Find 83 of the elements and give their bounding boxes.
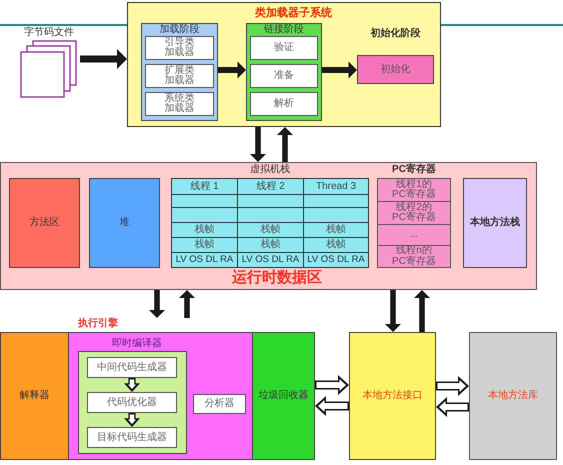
block-arrow [179,290,195,318]
engine-heading: 执行引擎 [78,318,118,330]
frame-fields: LV OS DL RA [172,253,237,267]
area-heading: 虚拟机栈 [250,164,290,176]
block-arrow [277,127,293,162]
stage-label: 代码优化器 [107,396,157,408]
step-box [357,55,434,84]
thread-column [237,178,304,268]
subsystem-panel [127,2,441,127]
hollow-arrow [436,397,469,417]
method-area-block [9,178,80,268]
area-label: 方法区 [30,217,60,229]
thread-header: Thread 3 [304,179,368,195]
stage-heading: 加载阶段 [160,24,200,35]
register-slot [377,178,451,202]
gc-block [252,332,315,460]
register-slot [377,245,451,268]
component-label: 垃圾回收器 [258,390,308,402]
subsystem-title: 类加载器子系统 [255,7,332,20]
step-label: 准备 [274,70,294,82]
hollow-arrow [315,396,349,416]
block-arrow [250,127,266,162]
step-box [145,92,214,116]
block-arrow [80,49,127,69]
native-interface-block [349,332,436,460]
hollow-arrow [124,378,140,392]
stack-frame: 栈帧 [304,238,368,253]
thread-column [303,178,369,268]
frame-fields: LV OS DL RA [304,253,368,267]
register-label: 线程1的PC寄存器 [391,180,437,200]
hollow-arrow [124,413,140,427]
loader-label: 引导类加载器 [164,38,196,58]
stage-label: 中间代码生成器 [97,362,167,374]
block-arrow [385,290,401,332]
files-label: 字节码文件 [24,27,74,38]
stage-heading: 链接阶段 [264,24,304,35]
pipeline-panel [78,351,187,454]
interpreter-block [0,332,69,460]
register-label: ... [410,230,418,240]
step-box [87,357,177,378]
step-box [145,64,214,88]
stack-frame: 栈帧 [304,223,368,238]
register-slot [377,201,451,225]
step-box [145,36,214,60]
block-arrow [218,62,246,78]
block-arrow [414,290,430,332]
step-box [250,92,318,116]
heap-block [89,178,160,268]
component-heading: 即时编译器 [112,338,162,350]
component-label: 解释器 [20,390,50,402]
component-label: 分析器 [204,398,234,410]
block-arrow [149,290,165,318]
native-stack-block [463,178,527,268]
step-box [250,36,318,60]
step-box [87,392,177,413]
area-heading: PC寄存器 [392,164,436,176]
step-label: 解析 [274,98,294,110]
frame-fields: LV OS DL RA [238,253,303,267]
stage-panel [246,23,322,121]
jit-panel [68,332,253,460]
loader-label: 扩展类加载器 [164,66,196,86]
step-box [87,427,177,448]
hollow-arrow [315,375,349,395]
step-box [250,64,318,88]
step-label: 初始化 [380,64,410,76]
step-box [193,394,246,414]
stage-panel [141,23,218,121]
area-title: 运行时数据区 [232,269,322,286]
component-label: 本地方法接口 [362,390,422,402]
thread-column [171,178,238,268]
area-label: 本地方法栈 [470,217,520,229]
stage-label: 目标代码生成器 [97,432,167,444]
block-arrow [322,62,357,78]
hollow-arrow [436,376,469,396]
area-label: 堆 [120,217,130,229]
component-label: 本地方法库 [488,390,538,402]
loader-label: 系统类加载器 [164,94,196,114]
register-slot [377,224,451,246]
step-label: 验证 [274,42,294,54]
native-library-block [469,332,557,460]
data-area-panel [0,162,537,290]
register-label: 线程2的PC寄存器 [391,202,437,224]
stage-heading: 初始化阶段 [370,28,420,40]
